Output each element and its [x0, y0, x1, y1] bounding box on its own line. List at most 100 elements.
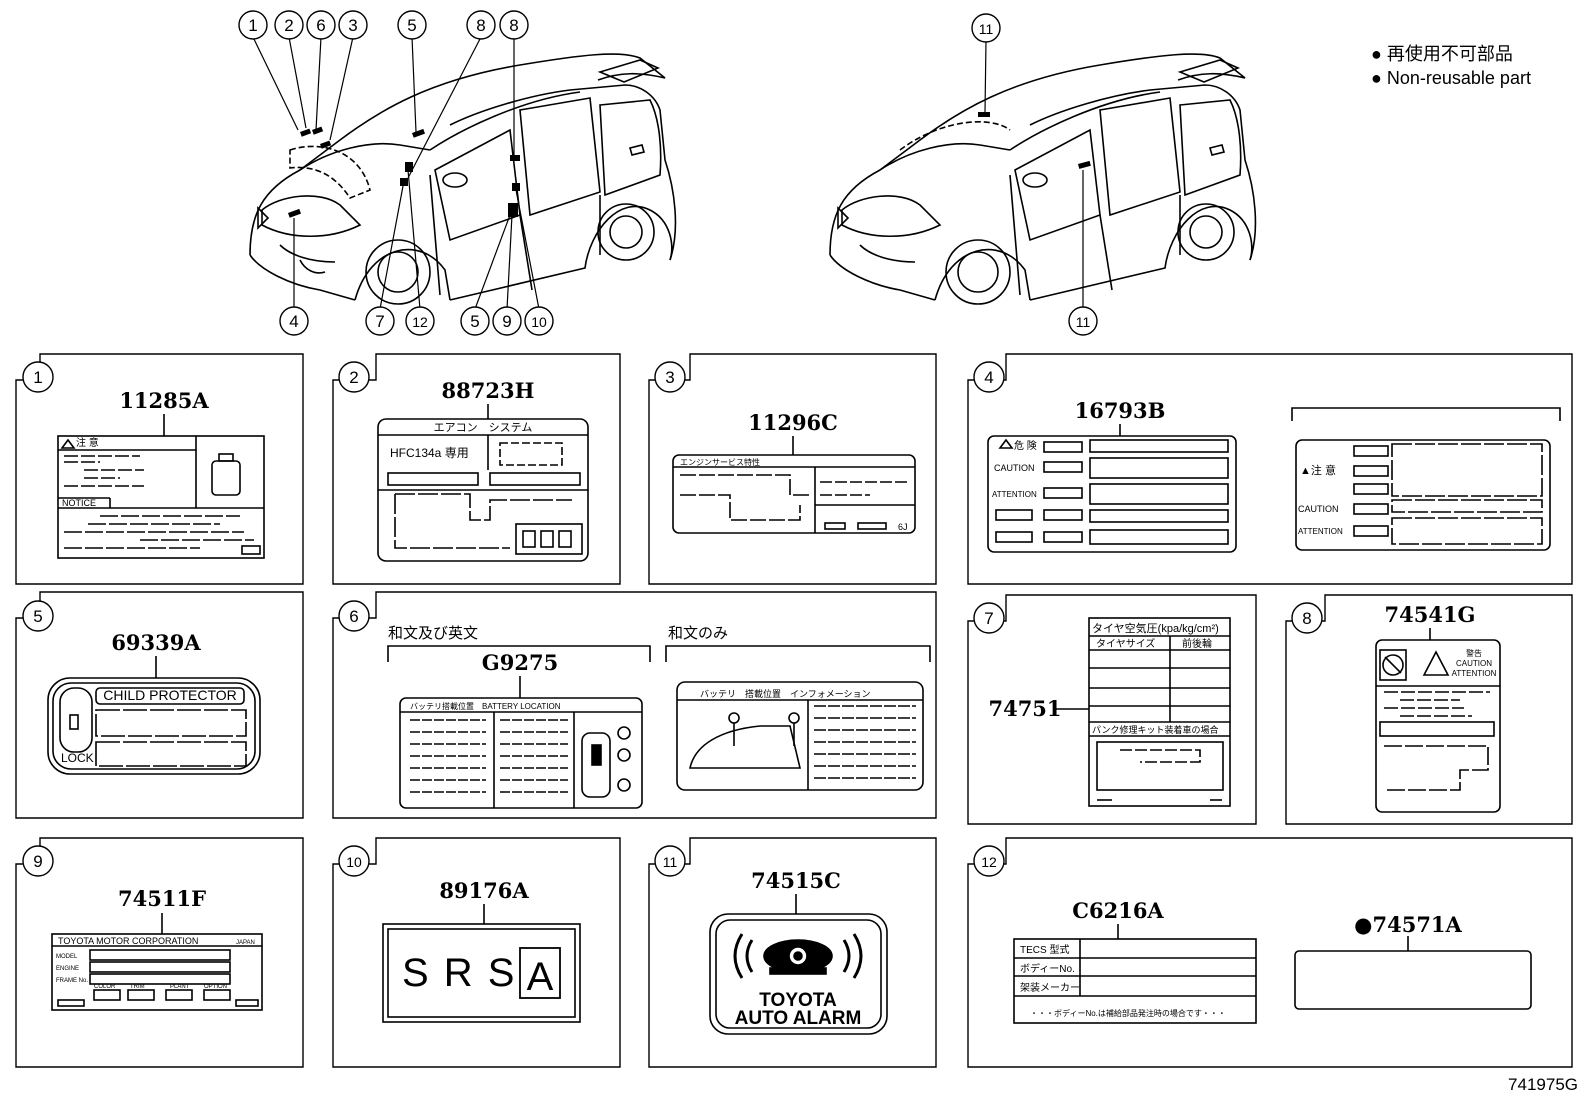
callout-car1-11-circle: [492, 306, 522, 336]
callout-car1-10-label: 5: [470, 312, 479, 331]
panel-number-4-label: 4: [984, 368, 993, 387]
callout-car1-0-label: 1: [248, 16, 257, 35]
p7-size: タイヤサイズ: [1096, 637, 1155, 650]
callout-car1-6-circle: [499, 10, 529, 40]
p3-code: 6J: [898, 522, 908, 532]
callout-car1-3-label: 3: [348, 16, 357, 35]
panel-number-1-circle: [22, 361, 54, 393]
p6-right-head: 和文のみ: [668, 625, 728, 642]
label-74571A: [1294, 936, 1532, 1010]
panel-frames: [15, 353, 1573, 1068]
label-11296C: [672, 436, 916, 534]
callout-car1-2-circle: [306, 10, 336, 40]
p5-title: CHILD PROTECTOR: [103, 687, 237, 703]
p8-warn: 警告: [1466, 648, 1482, 658]
p2-hfc: HFC134a 専用: [390, 446, 469, 460]
leader-lines-left: [252, 36, 540, 310]
callout-car1-4-label: 5: [407, 16, 416, 35]
callout-car1-5-circle: [466, 10, 496, 40]
panel-number-10-label: 10: [346, 854, 362, 870]
label-88723H: [377, 404, 589, 562]
panel-number-4-circle: [973, 361, 1005, 393]
label-74751: [1056, 617, 1231, 807]
p6-battery: バッテリ搭載位置 BATTERY LOCATION: [410, 701, 561, 711]
label-74511F: [51, 913, 263, 1011]
legend-jp: ● 再使用不可部品: [1371, 44, 1513, 64]
panel-number-2-circle: [338, 361, 370, 393]
p7-fr: 前後輪: [1182, 637, 1212, 650]
callout-car1-5-label: 8: [476, 16, 485, 35]
panel-number-9-label: 9: [33, 852, 42, 871]
callout-car1-2-label: 6: [316, 16, 325, 35]
panel-number-11-label: 11: [663, 854, 678, 870]
label-69339A: [47, 656, 261, 775]
callout-car1-9-label: 12: [412, 314, 428, 330]
panel-number-8-circle: [1291, 602, 1323, 634]
callout-car2-1-label: 11: [1076, 314, 1091, 330]
part-number-6: G9275: [482, 650, 558, 675]
p9-trim: TRIM: [130, 984, 145, 990]
p11-line1: TOYOTA: [759, 990, 837, 1011]
p8-attention: ATTENTION: [1452, 669, 1497, 678]
callout-car1-3-circle: [338, 10, 368, 40]
callout-car1-6-label: 8: [509, 16, 518, 35]
panel-number-8-label: 8: [1302, 609, 1311, 628]
part-number-1: 11285A: [119, 388, 209, 413]
label-74541G: [1375, 628, 1501, 813]
sticker-marks-right: [978, 112, 1091, 169]
p8-caution: CAUTION: [1456, 659, 1492, 668]
p9-maker: TOYOTA MOTOR CORPORATION: [58, 936, 198, 946]
part-number-8: 74541G: [1385, 602, 1476, 627]
p4-attention: ATTENTION: [992, 490, 1037, 499]
p9-option: OPTION: [204, 984, 227, 990]
p7-kit: パンク修理キット装着車の場合: [1092, 724, 1218, 735]
p1-notice: NOTICE: [62, 498, 96, 508]
p7-title: タイヤ空気圧(kpa/kg/cm²): [1092, 621, 1219, 635]
legend-en: ● Non-reusable part: [1371, 68, 1531, 88]
car-illustration-right: [829, 53, 1257, 305]
sticker-marks-left: [287, 126, 520, 218]
p4-danger: 危 険: [1014, 440, 1037, 452]
part-number-3: 11296C: [748, 410, 838, 435]
p3-head: エンジンサービス特性: [680, 457, 760, 467]
part-number-7: 74751: [988, 696, 1061, 721]
p9-color: COLOR: [94, 984, 116, 990]
panel-number-11-circle: [654, 845, 686, 877]
callout-car1-1-circle: [274, 10, 304, 40]
p10-a: A: [527, 955, 554, 999]
callout-car1-4-circle: [397, 10, 427, 40]
p6-battery-info: バッテリ 搭載位置 インフォメーション: [700, 688, 871, 699]
callout-car1-0-circle: [238, 10, 268, 40]
callout-car1-1-label: 2: [284, 16, 293, 35]
panel-number-9-circle: [22, 845, 54, 877]
p6-left-head: 和文及び英文: [388, 624, 478, 642]
callout-car1-10-circle: [460, 306, 490, 336]
part-number-5: 69339A: [111, 630, 201, 655]
part-number-10: 89176A: [439, 878, 529, 903]
panel-number-12-label: 12: [981, 854, 997, 870]
p4-notice2: ▲注 意: [1300, 463, 1336, 477]
panel-number-6-circle: [338, 600, 370, 632]
p11-line2: AUTO ALARM: [735, 1008, 862, 1029]
part-number-11: 74515C: [751, 868, 841, 893]
p2-title: エアコン システム: [434, 421, 533, 434]
p12-body: ボディーNo.: [1020, 962, 1075, 975]
p4-caution: CAUTION: [994, 463, 1035, 473]
p12-foot: ・・・ボディーNo.は補給部品発注時の場合です・・・: [1030, 1008, 1226, 1018]
panel-number-10-circle: [338, 845, 370, 877]
p9-japan: JAPAN: [236, 940, 255, 946]
p12-tecs: TECS 型式: [1020, 943, 1069, 956]
p4-caution2: CAUTION: [1298, 504, 1339, 514]
panel-number-7-label: 7: [984, 609, 993, 628]
panel-number-12-circle: [973, 845, 1005, 877]
panel-number-6-label: 6: [349, 607, 358, 626]
callout-car1-12-circle: [524, 306, 554, 336]
p9-model: MODEL: [56, 954, 78, 960]
label-89176A: [382, 904, 581, 1023]
callout-car1-8-label: 7: [375, 312, 384, 331]
p10-srs: S R S: [402, 951, 516, 995]
callout-car1-11-label: 9: [502, 312, 511, 331]
callout-car1-7-label: 4: [289, 312, 298, 331]
callout-car1-9-circle: [405, 306, 435, 336]
callout-car2-0-label: 11: [979, 21, 994, 37]
